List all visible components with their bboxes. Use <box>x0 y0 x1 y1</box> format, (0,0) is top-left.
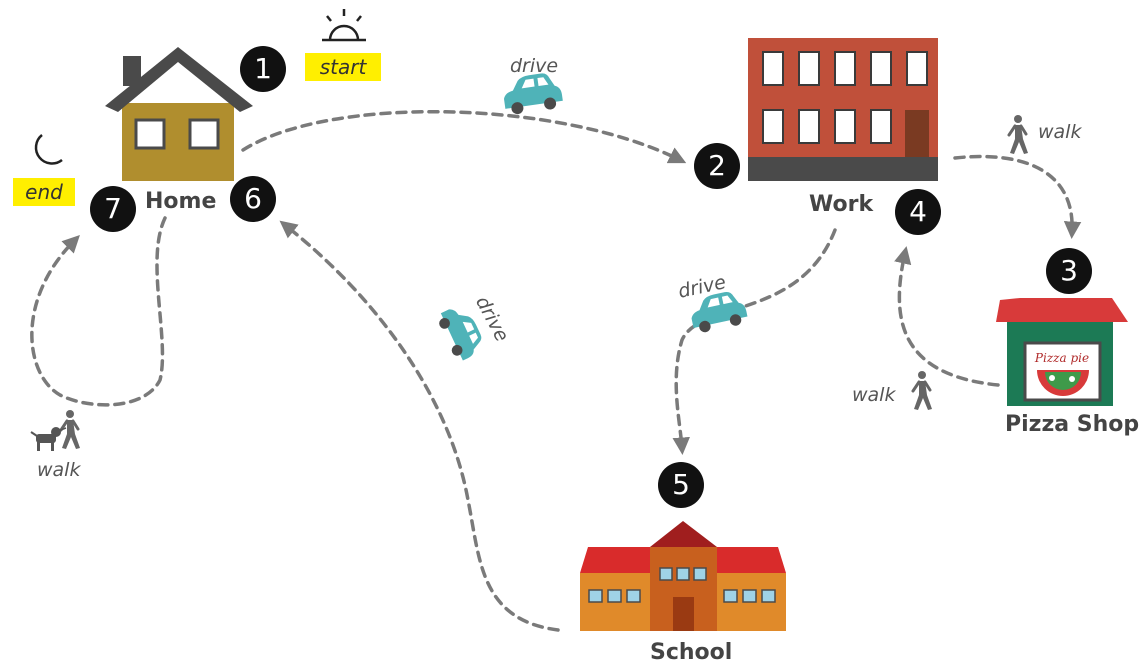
moon-icon <box>34 134 63 165</box>
sunrise-icon <box>322 9 366 42</box>
path-work-to-pizza <box>953 154 1082 239</box>
walking-person-icon <box>911 369 934 412</box>
step-3-marker: 3 <box>1046 248 1092 294</box>
home-building <box>105 47 253 181</box>
route-paths <box>30 109 1082 632</box>
walking-person-icon <box>1007 113 1030 156</box>
car-icon <box>501 71 564 116</box>
walk-label: walk <box>852 384 896 406</box>
pizza-sign-text: Pizza pie <box>1034 351 1089 365</box>
school-building <box>580 521 786 631</box>
work-label: Work <box>809 192 874 217</box>
path-pizza-to-work <box>894 246 1000 387</box>
walk-label: walk <box>1038 121 1082 143</box>
step-5-marker: 5 <box>658 462 704 508</box>
pizza-shop-building: Pizza pie <box>996 298 1128 406</box>
step-1-marker: 1 <box>240 46 286 92</box>
work-building <box>748 38 938 181</box>
home-label: Home <box>145 189 217 214</box>
school-label: School <box>650 640 733 665</box>
step-6-marker: 6 <box>230 176 276 222</box>
end-tag: end <box>13 178 75 206</box>
path-home-to-work <box>241 109 687 164</box>
path-work-to-school <box>672 228 837 455</box>
step-7-marker: 7 <box>90 186 136 232</box>
step-4-marker: 4 <box>895 189 941 235</box>
path-school-to-home <box>279 220 560 632</box>
dog-icon <box>30 427 67 451</box>
path-dog-walk <box>30 216 167 407</box>
drive-label: drive <box>510 55 559 77</box>
start-tag: start <box>305 53 381 81</box>
step-2-marker: 2 <box>694 143 740 189</box>
walk-label: walk <box>37 459 81 481</box>
pizza-shop-label: Pizza Shop <box>1005 412 1140 437</box>
